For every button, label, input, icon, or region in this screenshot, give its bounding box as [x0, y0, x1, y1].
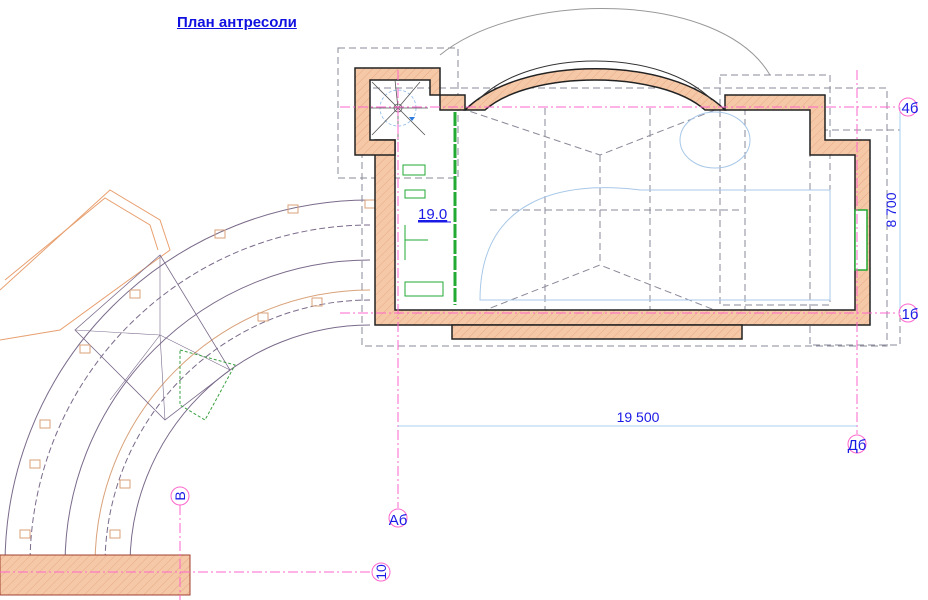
axis-lines	[0, 70, 895, 600]
dome-outline	[439, 8, 771, 76]
axis-label-v: В	[172, 491, 188, 500]
plan-title[interactable]: План антресоли	[177, 14, 297, 31]
axis-label-1b: 1б	[902, 306, 919, 323]
axis-label-10: 10	[373, 564, 389, 580]
roof-outline	[337, 47, 901, 347]
axis-label-ab: Аб	[389, 512, 408, 529]
axis-markers	[170, 97, 918, 582]
room-area-label[interactable]: 19.0	[418, 206, 447, 223]
dimension-depth: 8 700	[883, 192, 899, 227]
window	[854, 209, 868, 271]
building-walls	[354, 60, 871, 340]
spiral-stair	[370, 79, 428, 140]
dimension-width: 19 500	[617, 409, 660, 425]
dimension-lines	[398, 107, 901, 427]
axis-label-4b: 4б	[902, 100, 919, 117]
axis-label-db: Дб	[848, 437, 867, 454]
gym-equipment	[402, 164, 444, 297]
pool-outline	[479, 111, 831, 301]
curved-gallery	[0, 189, 376, 596]
